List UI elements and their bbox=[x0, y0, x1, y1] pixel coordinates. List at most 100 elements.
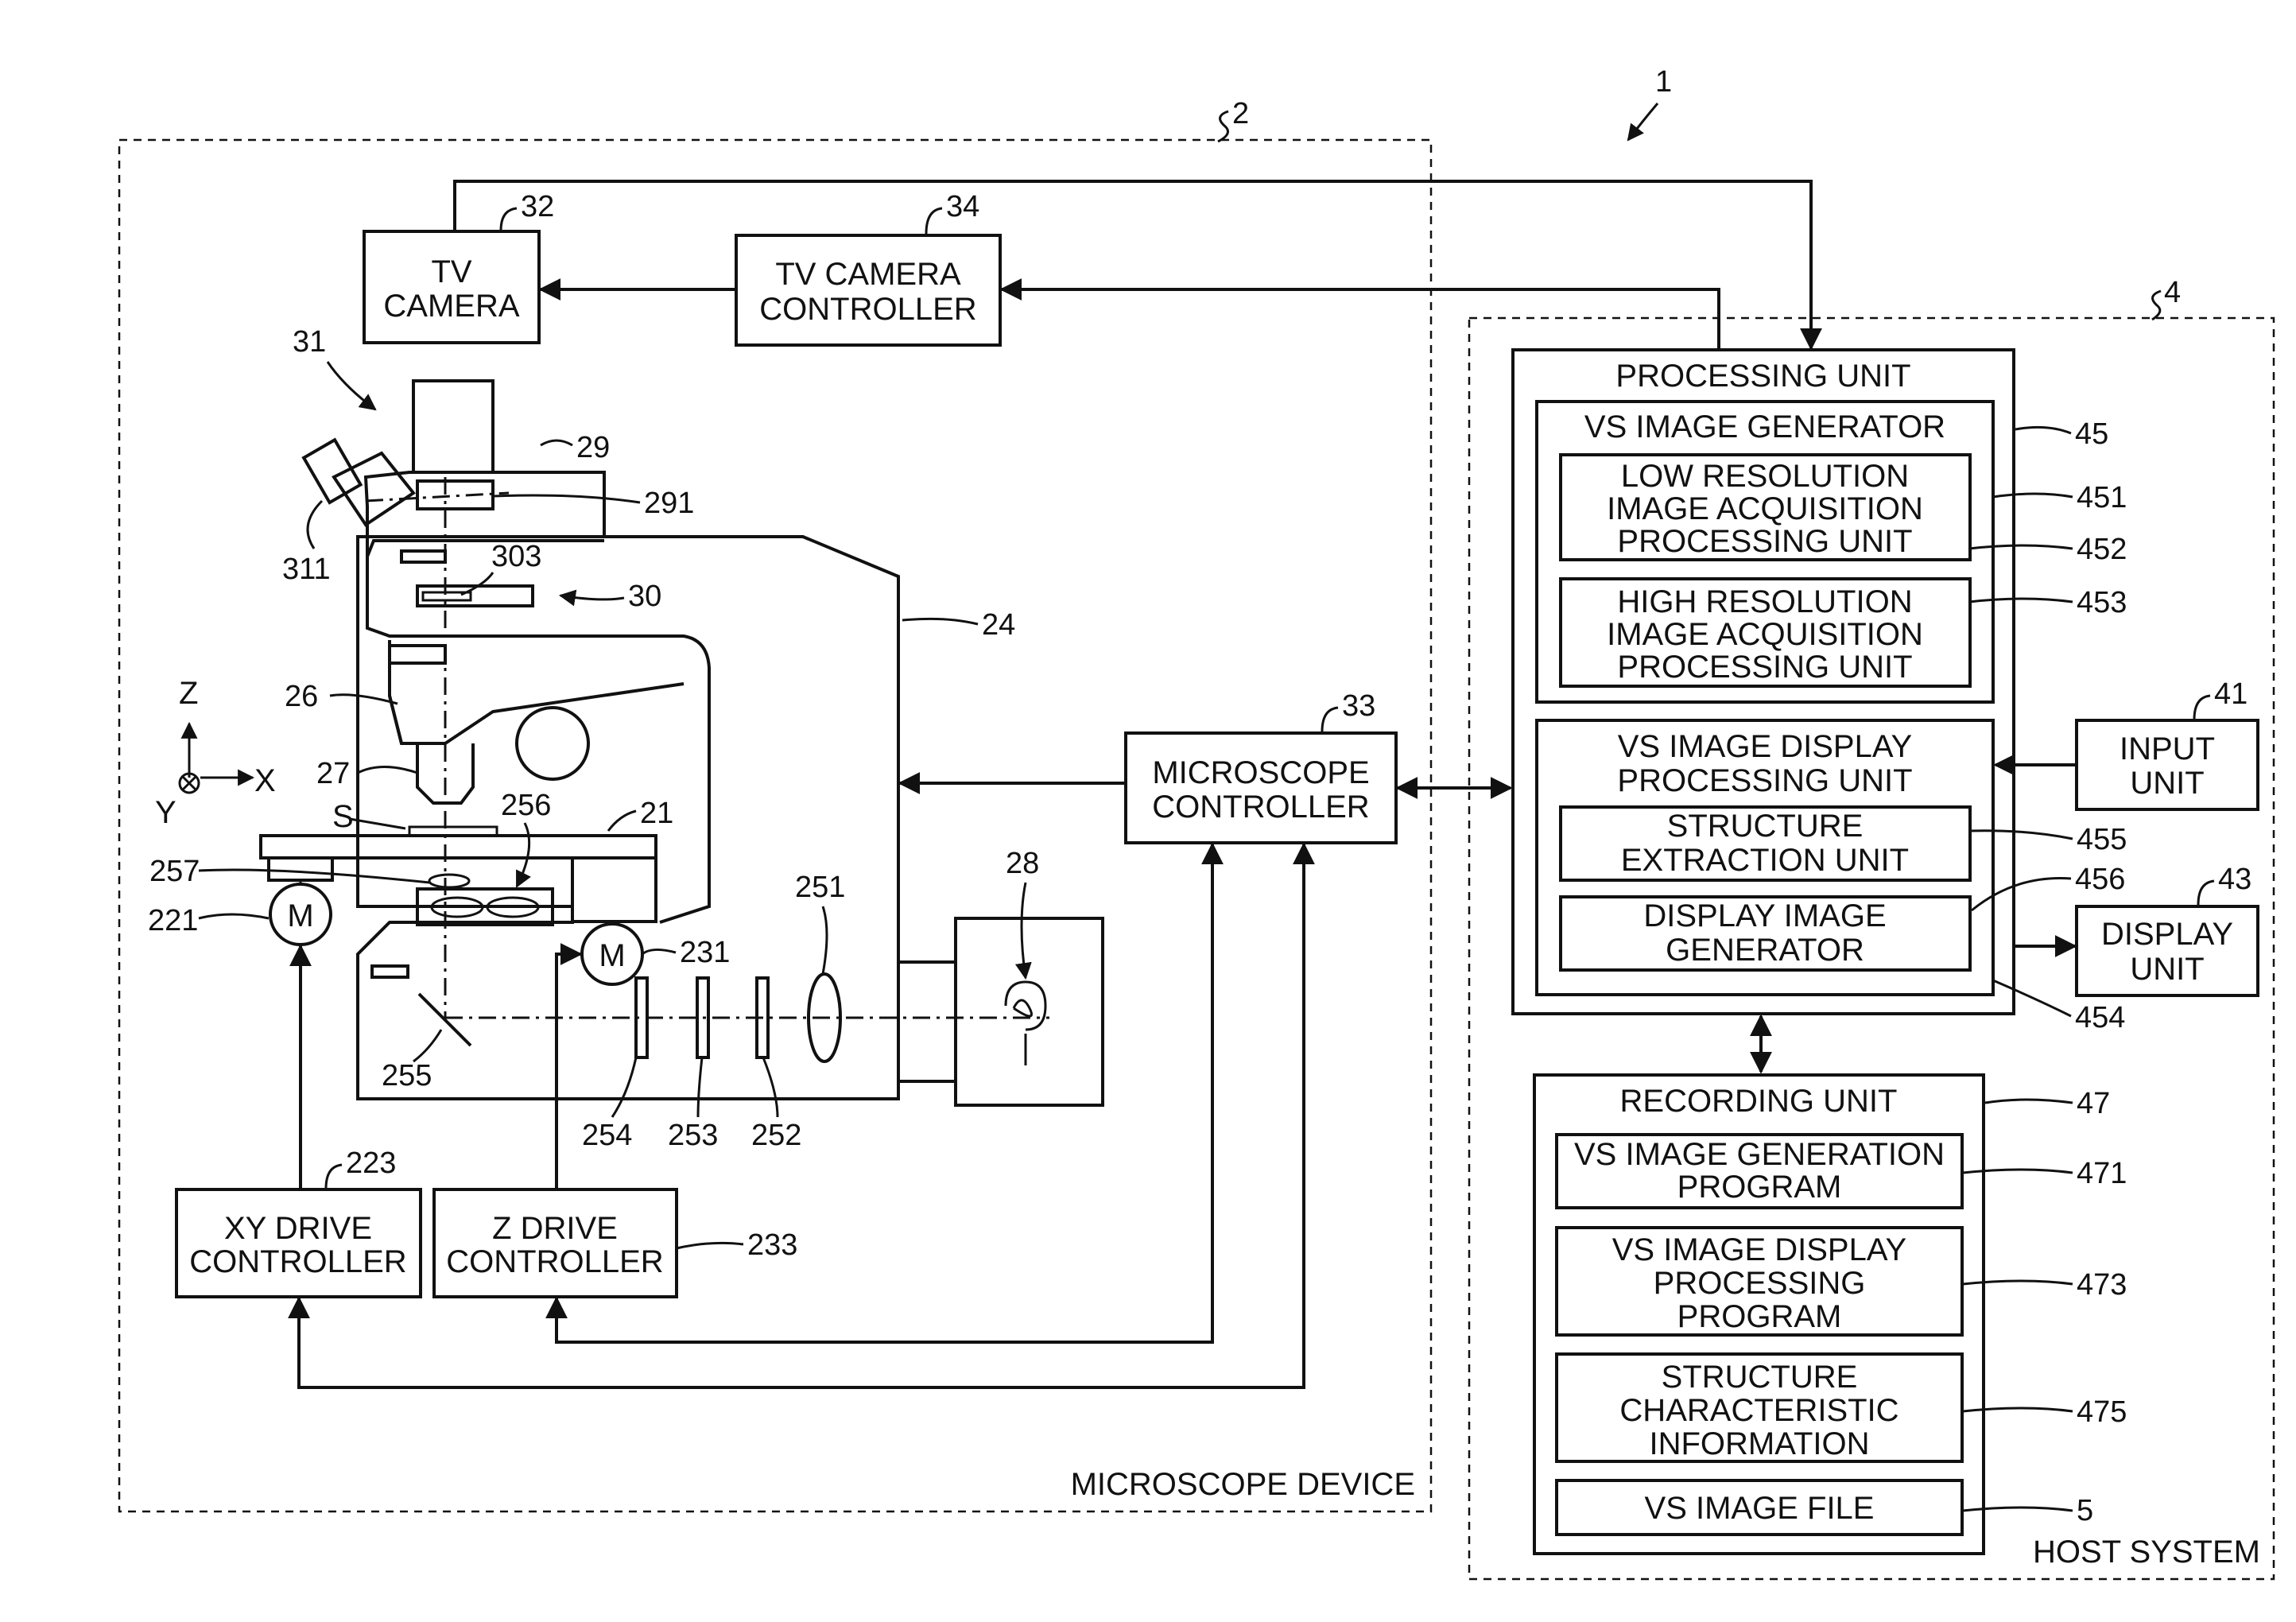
svg-text:VS IMAGE GENERATION: VS IMAGE GENERATION bbox=[1574, 1137, 1945, 1172]
ref-303: 303 bbox=[491, 540, 541, 573]
ref-system-leader bbox=[1628, 103, 1658, 140]
svg-text:INFORMATION: INFORMATION bbox=[1649, 1426, 1869, 1461]
svg-text:UNIT: UNIT bbox=[2130, 952, 2204, 987]
xy-drive-controller-box: XY DRIVE CONTROLLER bbox=[176, 1189, 421, 1297]
svg-text:VS IMAGE DISPLAY: VS IMAGE DISPLAY bbox=[1618, 729, 1913, 764]
svg-text:DISPLAY: DISPLAY bbox=[2101, 917, 2233, 952]
svg-text:VS IMAGE GENERATOR: VS IMAGE GENERATOR bbox=[1584, 409, 1945, 444]
display-unit-box: DISPLAY UNIT bbox=[2077, 906, 2258, 995]
svg-text:MICROSCOPE: MICROSCOPE bbox=[1152, 755, 1369, 790]
svg-text:DISPLAY IMAGE: DISPLAY IMAGE bbox=[1643, 898, 1886, 933]
svg-text:VS IMAGE FILE: VS IMAGE FILE bbox=[1645, 1491, 1875, 1526]
ref-26: 26 bbox=[285, 680, 318, 713]
svg-text:PROGRAM: PROGRAM bbox=[1677, 1170, 1842, 1205]
ref-system: 1 bbox=[1655, 65, 1672, 99]
ref-252: 252 bbox=[751, 1119, 801, 1152]
ref-21: 21 bbox=[640, 797, 673, 830]
axis-x-label: X bbox=[254, 763, 276, 798]
ref-456: 456 bbox=[2075, 863, 2125, 896]
svg-text:TV: TV bbox=[431, 254, 471, 289]
svg-text:UNIT: UNIT bbox=[2130, 766, 2204, 801]
ref-221: 221 bbox=[148, 904, 198, 937]
input-unit-box: INPUT UNIT bbox=[2077, 720, 2258, 809]
ref-27: 27 bbox=[316, 757, 350, 790]
ref-5: 5 bbox=[2077, 1494, 2093, 1527]
axis-y-label: Y bbox=[155, 795, 176, 830]
svg-text:RECORDING UNIT: RECORDING UNIT bbox=[1620, 1084, 1898, 1119]
ref-254: 254 bbox=[582, 1119, 632, 1152]
svg-text:GENERATOR: GENERATOR bbox=[1666, 933, 1864, 968]
svg-text:EXTRACTION UNIT: EXTRACTION UNIT bbox=[1621, 843, 1909, 878]
ref-33: 33 bbox=[1342, 689, 1375, 723]
ref-47: 47 bbox=[2077, 1087, 2110, 1120]
ref-471: 471 bbox=[2077, 1157, 2127, 1190]
svg-text:CONTROLLER: CONTROLLER bbox=[446, 1244, 663, 1279]
ref-454: 454 bbox=[2075, 1001, 2125, 1034]
svg-text:STRUCTURE: STRUCTURE bbox=[1662, 1360, 1858, 1395]
svg-text:TV CAMERA: TV CAMERA bbox=[775, 257, 961, 292]
ref-251: 251 bbox=[795, 871, 845, 904]
svg-text:PROCESSING UNIT: PROCESSING UNIT bbox=[1617, 650, 1912, 685]
svg-text:CONTROLLER: CONTROLLER bbox=[1152, 790, 1369, 825]
svg-text:XY DRIVE: XY DRIVE bbox=[224, 1211, 372, 1246]
tv-camera-controller-box: TV CAMERA CONTROLLER bbox=[736, 235, 1000, 345]
ref-24: 24 bbox=[982, 608, 1015, 642]
motor-xy-symbol: M bbox=[287, 898, 313, 933]
svg-text:LOW RESOLUTION: LOW RESOLUTION bbox=[1621, 459, 1909, 494]
svg-text:STRUCTURE: STRUCTURE bbox=[1667, 809, 1864, 844]
ref-microscope-device: 2 bbox=[1232, 97, 1249, 130]
ref-43: 43 bbox=[2218, 863, 2251, 896]
svg-text:CONTROLLER: CONTROLLER bbox=[189, 1244, 406, 1279]
vs-image-display-program-box: VS IMAGE DISPLAY PROCESSING PROGRAM bbox=[1557, 1228, 1962, 1335]
axis-z-label: Z bbox=[179, 676, 198, 711]
svg-text:CHARACTERISTIC: CHARACTERISTIC bbox=[1619, 1393, 1898, 1428]
ref-257: 257 bbox=[149, 855, 200, 888]
ref-311: 311 bbox=[282, 553, 331, 586]
ref-41: 41 bbox=[2214, 677, 2248, 711]
ref-233: 233 bbox=[747, 1228, 797, 1262]
ref-223: 223 bbox=[346, 1147, 396, 1180]
svg-text:CONTROLLER: CONTROLLER bbox=[759, 292, 976, 327]
ref-475: 475 bbox=[2077, 1395, 2127, 1429]
microscope-controller-box: MICROSCOPE CONTROLLER bbox=[1126, 733, 1396, 843]
ref-452: 452 bbox=[2077, 533, 2127, 566]
host-system-label: HOST SYSTEM bbox=[2033, 1535, 2260, 1570]
ref-30: 30 bbox=[628, 580, 661, 613]
ref-45: 45 bbox=[2075, 417, 2108, 451]
svg-text:PROGRAM: PROGRAM bbox=[1677, 1299, 1842, 1334]
display-image-generator-box: DISPLAY IMAGE GENERATOR bbox=[1561, 897, 1970, 970]
ref-455: 455 bbox=[2077, 823, 2127, 856]
ref-473: 473 bbox=[2077, 1268, 2127, 1302]
svg-text:PROCESSING UNIT: PROCESSING UNIT bbox=[1615, 359, 1910, 394]
ref-host-system: 4 bbox=[2164, 276, 2181, 309]
vs-image-file-box: VS IMAGE FILE bbox=[1557, 1480, 1962, 1535]
ref-256: 256 bbox=[501, 789, 551, 822]
ref-host-system-leader bbox=[2152, 291, 2161, 320]
svg-text:Z DRIVE: Z DRIVE bbox=[492, 1211, 618, 1246]
svg-text:PROCESSING: PROCESSING bbox=[1654, 1266, 1866, 1301]
svg-text:PROCESSING UNIT: PROCESSING UNIT bbox=[1617, 763, 1912, 798]
ref-microscope-device-leader bbox=[1218, 111, 1228, 142]
ref-34: 34 bbox=[946, 190, 979, 223]
svg-text:PROCESSING UNIT: PROCESSING UNIT bbox=[1617, 524, 1912, 559]
ref-32: 32 bbox=[521, 190, 554, 223]
svg-text:IMAGE ACQUISITION: IMAGE ACQUISITION bbox=[1607, 617, 1923, 652]
microscope-device-label: MICROSCOPE DEVICE bbox=[1071, 1467, 1415, 1502]
specimen-label: S bbox=[332, 799, 354, 834]
ref-453: 453 bbox=[2077, 586, 2127, 619]
ref-29: 29 bbox=[576, 431, 610, 464]
z-drive-controller-box: Z DRIVE CONTROLLER bbox=[434, 1189, 677, 1297]
ref-31: 31 bbox=[293, 325, 326, 359]
tv-camera-box: TV CAMERA bbox=[364, 231, 539, 343]
ref-255: 255 bbox=[382, 1059, 432, 1092]
ref-253: 253 bbox=[668, 1119, 718, 1152]
svg-text:IMAGE ACQUISITION: IMAGE ACQUISITION bbox=[1607, 491, 1923, 526]
vs-image-generation-program-box: VS IMAGE GENERATION PROGRAM bbox=[1557, 1135, 1962, 1208]
svg-text:HIGH RESOLUTION: HIGH RESOLUTION bbox=[1617, 584, 1912, 619]
ref-291: 291 bbox=[644, 487, 694, 520]
svg-text:CAMERA: CAMERA bbox=[383, 289, 519, 324]
axis-indicator bbox=[180, 724, 253, 793]
motor-z-symbol: M bbox=[599, 938, 625, 973]
